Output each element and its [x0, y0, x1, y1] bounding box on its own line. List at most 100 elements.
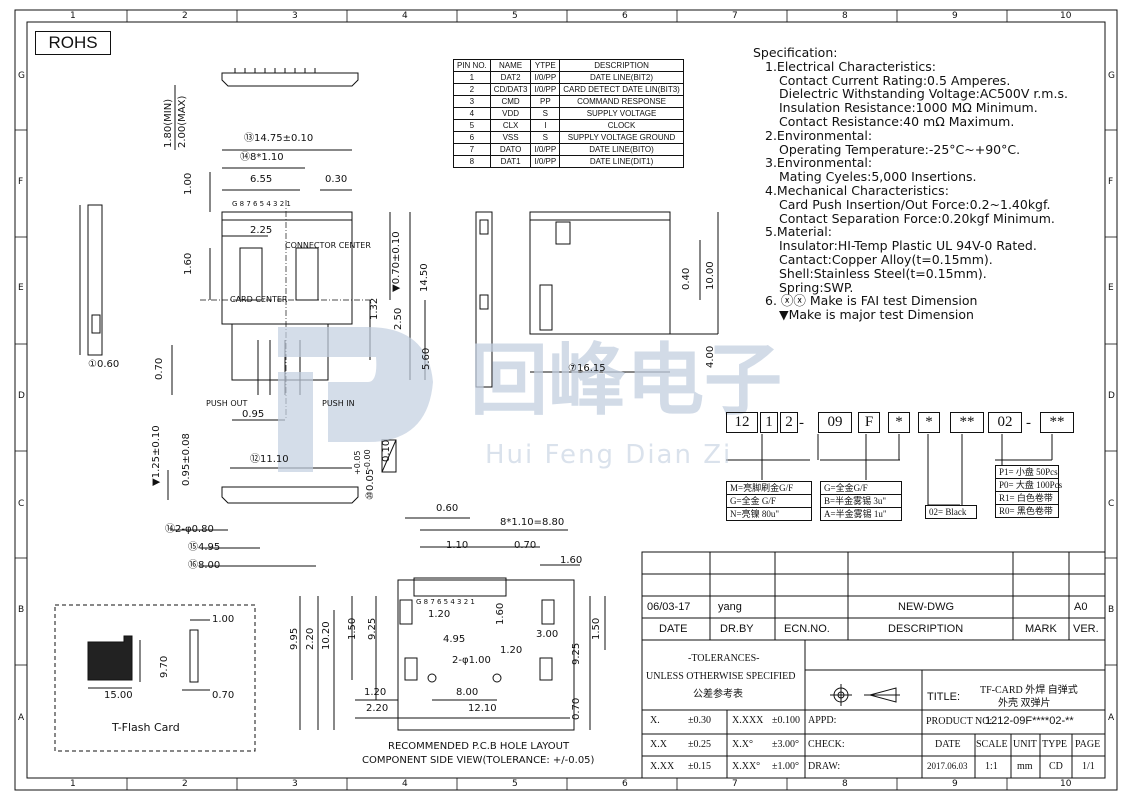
- part-number-box: 02: [988, 412, 1022, 433]
- pcb-dim: 9.95: [289, 627, 300, 650]
- spec-line: Cantact:Copper Alloy(t=0.15mm).: [779, 252, 993, 267]
- pin-table-cell: 6: [453, 131, 491, 144]
- grid-row-right-C: C: [1108, 499, 1115, 509]
- watermark-logo-icon: [278, 327, 433, 472]
- rev-mark: A0: [1074, 601, 1088, 613]
- dim-d2-max: 2.00(MAX): [177, 95, 188, 148]
- dim-d10-lo: -0.00: [363, 449, 372, 470]
- pin-table-cell: S: [530, 131, 561, 144]
- dim-plain-0: 6.55: [250, 174, 273, 185]
- tflash-dim-1: 9.70: [159, 655, 170, 678]
- pin-table-cell: CLOCK: [559, 119, 684, 132]
- pin-table-cell: VSS: [489, 131, 532, 144]
- pin-table-cell: S: [530, 107, 561, 120]
- pin-table-cell: SUPPLY VOLTAGE: [559, 107, 684, 120]
- tolerance-cell: ±0.15: [688, 761, 711, 772]
- pcb-dim: 2.20: [366, 703, 389, 714]
- dim-plain-1: 0.30: [325, 174, 348, 185]
- part-option-color: 02= Black: [929, 507, 967, 517]
- spec-line: Shell:Stainless Steel(t=0.15mm).: [779, 265, 987, 281]
- head-date: DATE: [659, 623, 688, 635]
- tolerance-cell: CHECK:: [808, 739, 845, 750]
- pcb-dim: 0.70: [514, 540, 537, 551]
- pcb-dim: 3.00: [536, 629, 559, 640]
- pcb-dim: 0.60: [436, 503, 459, 514]
- grid-col-bottom-9: 9: [952, 779, 958, 789]
- tflash-label: T-Flash Card: [112, 721, 180, 734]
- dim-d3: ⑬14.75±0.10: [244, 133, 314, 144]
- head-desc: DESCRIPTION: [888, 623, 964, 635]
- pin-row-label-pcb: G 8 7 6 5 4 3 2 1: [416, 598, 475, 606]
- grid-col-bottom-3: 3: [292, 779, 298, 789]
- pin-table-cell: 1: [453, 71, 491, 84]
- grid-col-top-6: 6: [622, 11, 628, 21]
- pin-table-cell: I/0/PP: [530, 155, 561, 168]
- foot-date: DATE: [935, 739, 961, 750]
- head-drby: DR.BY: [720, 623, 754, 635]
- part-option-gold: G=全金G/F: [824, 483, 868, 493]
- grid-row-left-F: F: [18, 177, 24, 187]
- dim-d10-hi: +0.05: [353, 450, 362, 475]
- label-push-in: PUSH IN: [322, 399, 355, 408]
- watermark-en: Hui Feng Dian Zi: [485, 440, 733, 470]
- grid-col-top-5: 5: [512, 11, 518, 21]
- pcb-dim: 1.60: [495, 602, 506, 625]
- grid-col-bottom-10: 10: [1060, 779, 1072, 789]
- watermark-cn: 回峰电子: [470, 336, 783, 426]
- rohs-label: ROHS: [35, 31, 111, 55]
- grid-row-left-E: E: [18, 283, 24, 293]
- part-number-dash: -: [1026, 415, 1031, 431]
- spec-line: Contact Current Rating:0.5 Amperes.: [779, 72, 1011, 88]
- part-option-plating: M=亮脚刷金G/F: [730, 483, 794, 493]
- dim-plain-3: 1.60: [183, 252, 194, 275]
- title-val-1: TF-CARD 外焊 自弹式: [980, 685, 1078, 696]
- head-ecn: ECN.NO.: [784, 623, 830, 635]
- tolerance-cell: ±0.30: [688, 715, 711, 726]
- grid-col-top-8: 8: [842, 11, 848, 21]
- tolerance-cell: X.XXX: [732, 715, 764, 726]
- rev-desc: NEW-DWG: [898, 601, 955, 613]
- pcb-dim: 12.10: [468, 703, 497, 714]
- pcb-dim: 1.20: [428, 609, 451, 620]
- dim-plain-2: 2.25: [250, 225, 273, 236]
- pin-table-cell: I/0/PP: [530, 143, 561, 156]
- dim-plain-9: 0.95: [242, 409, 265, 420]
- spec-line: 3.Environmental:: [765, 155, 873, 171]
- part-number-box: **: [1040, 412, 1074, 433]
- pcb-dim: 1.20: [500, 645, 523, 656]
- grid-col-bottom-4: 4: [402, 779, 408, 789]
- grid-row-right-D: D: [1108, 391, 1115, 401]
- dim-plain-8: 0.70: [154, 357, 165, 380]
- pin-table-cell: DATE LINE(DIT1): [559, 155, 684, 168]
- pin-table-cell: COMMAND RESPONSE: [559, 95, 684, 108]
- tolerance-cell: X.X°: [732, 739, 753, 750]
- grid-row-right-B: B: [1108, 605, 1115, 615]
- pin-table-cell: CLX: [489, 119, 532, 132]
- grid-col-top-2: 2: [182, 11, 188, 21]
- tolerance-cell: ±0.25: [688, 739, 711, 750]
- tol-title: -TOLERANCES-: [688, 653, 760, 664]
- pin-table-header: PIN NO.: [453, 59, 491, 72]
- rev-date: 06/03-17: [647, 601, 691, 613]
- foot-page: PAGE: [1075, 739, 1101, 750]
- grid-row-left-G: G: [18, 71, 25, 81]
- dim-d5: ▼0.70±0.10: [391, 231, 402, 292]
- grid-row-right-A: A: [1108, 713, 1115, 723]
- pcb-dim: 2-φ1.00: [452, 655, 491, 666]
- dim-d12: ⑫11.10: [250, 454, 289, 465]
- pin-table-cell: DAT2: [489, 71, 532, 84]
- pin-table-cell: SUPPLY VOLTAGE GROUND: [559, 131, 684, 144]
- part-option-packing: P0= 大盘 100Pcs: [996, 478, 1062, 491]
- label-connector-center: CONNECTOR CENTER: [285, 241, 371, 250]
- pcb-dim: 1.60: [560, 555, 583, 566]
- spec-line: 4.Mechanical Characteristics:: [765, 183, 949, 198]
- pin-table-cell: I/0/PP: [530, 71, 561, 84]
- foot-type: TYPE: [1042, 739, 1067, 750]
- part-number-box: F: [858, 412, 880, 433]
- grid-row-left-D: D: [18, 391, 25, 401]
